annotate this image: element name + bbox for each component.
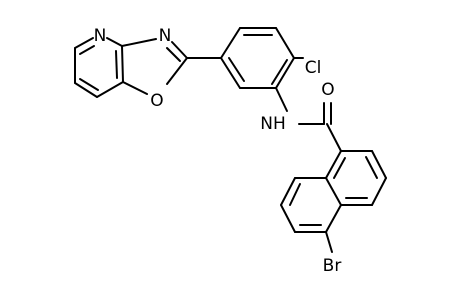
- bond-pyridine-ring: [79, 45, 95, 55]
- bond-phenyl-amide-nitrogen: [275, 87, 288, 112]
- bond-pyridine-ring: [96, 81, 124, 98]
- bond-carbonyl-naphthalene: [326, 123, 342, 152]
- bond-naphthalene-ring: [371, 150, 387, 179]
- amide-nh-label: NH: [260, 114, 286, 134]
- pyridine-nitrogen-label: N: [94, 26, 107, 46]
- bond-naphthalene-ring: [325, 204, 342, 233]
- atom-labels: N N O Cl NH O Br: [94, 26, 342, 276]
- bond-naphthalene-ring: [333, 157, 346, 179]
- bond-phenyl-ring: [275, 57, 295, 89]
- bond-oxazole-ring: [166, 47, 181, 62]
- bond-naphthalene-ring: [325, 177, 342, 206]
- bond-naphthalene-ring: [289, 183, 301, 206]
- bond-phenyl-ring: [228, 57, 245, 82]
- chlorine-label: Cl: [305, 58, 322, 78]
- bond-phenyl-ring: [275, 27, 295, 59]
- bond-oxazole-ring: [166, 57, 188, 85]
- bond-pyridine-ring: [74, 82, 98, 98]
- bond-oxazole-ring: [171, 41, 188, 59]
- bond-naphthalene-bromine: [325, 231, 333, 253]
- bond-pyridine-ring: [79, 78, 99, 91]
- bond-naphthalene-ring: [280, 204, 296, 233]
- oxazole-nitrogen-label: N: [159, 26, 172, 46]
- bond-oxazole-ring: [121, 38, 157, 47]
- bond-naphthalene-ring: [371, 177, 387, 206]
- bromine-label: Br: [323, 256, 342, 276]
- bond-pyridine-ring: [115, 50, 118, 79]
- bond-lines: [74, 27, 387, 253]
- bond-phenyl-ring: [271, 59, 288, 85]
- oxazole-oxygen-label: O: [150, 91, 163, 111]
- bond-pyridine-ring: [74, 37, 94, 49]
- bond-naphthalene-ring: [325, 150, 342, 179]
- bond-phenyl-ring: [220, 57, 241, 89]
- bond-pyridine-ring: [121, 45, 124, 83]
- bond-pyridine-ring: [106, 37, 123, 47]
- bond-naphthalene-ring: [365, 156, 378, 179]
- bond-naphthalene-ring: [280, 177, 296, 206]
- carbonyl-oxygen-label: O: [321, 80, 334, 100]
- bond-phenyl-ring: [220, 27, 241, 59]
- bond-oxazole-ring: [122, 81, 148, 95]
